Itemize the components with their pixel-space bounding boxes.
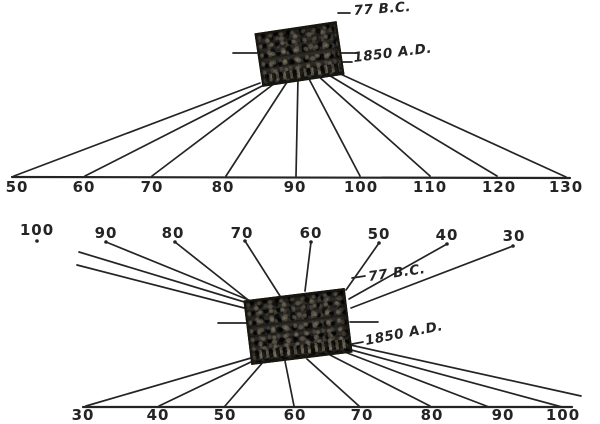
diagram-line (295, 77, 299, 177)
scale-label: 100 (546, 406, 580, 424)
scale-label: 50 (6, 178, 29, 196)
scale-label: 120 (482, 178, 516, 196)
leader-dot (445, 242, 449, 246)
leader-dot (243, 239, 247, 243)
diagram-line (345, 343, 582, 397)
diagram-line (348, 243, 448, 300)
diagram-line (76, 264, 253, 311)
scale-label: 50 (368, 225, 391, 243)
bottom-fan-diagram: 100 90 80 70 60 50 40 30 30 40 50 60 70 80 90 100 77 B.C… (20, 221, 582, 424)
diagram-line (225, 78, 290, 177)
scale-label: 30 (72, 406, 95, 424)
leader-dot (104, 240, 108, 244)
scale-label: 100 (20, 221, 54, 239)
diagram-line (284, 360, 295, 407)
leader-dot (35, 239, 39, 243)
date-annotation: 77 B.C. (367, 261, 426, 285)
diagram-line (105, 241, 252, 302)
date-annotation: 77 B.C. (353, 0, 411, 19)
diagram-line (151, 79, 280, 177)
scale-label: 80 (421, 406, 444, 424)
diagram-line (85, 357, 252, 407)
diagram-line (345, 242, 380, 291)
scale-label: 40 (147, 406, 170, 424)
diagram-line (341, 350, 490, 408)
leader-dot (309, 240, 313, 244)
diagram-line (10, 175, 572, 180)
scale-label: 70 (231, 224, 254, 242)
diagram-line (244, 240, 281, 297)
diagram-line (307, 76, 361, 177)
diagram-line (224, 360, 265, 407)
diagram-line (84, 81, 271, 177)
scale-label: 70 (141, 178, 164, 196)
leader-dot (173, 240, 177, 244)
scale-label: 40 (436, 226, 459, 244)
leader-dot (511, 244, 515, 248)
scale-label: 60 (300, 224, 323, 242)
diagram-line (326, 73, 498, 177)
diagram-line (343, 347, 563, 408)
scale-label: 70 (351, 406, 374, 424)
scale-label: 50 (214, 406, 237, 424)
leader-dot (377, 241, 381, 245)
diagram-line (78, 251, 252, 305)
scale-label: 60 (73, 178, 96, 196)
scale-label: 60 (284, 406, 307, 424)
top-fan-diagram: 50 60 70 80 90 100 110 120 130 77 B.C. 1850 A.D. (6, 0, 583, 196)
diagram-line (351, 341, 364, 345)
diagram-line (13, 82, 261, 177)
diagram-line (306, 358, 360, 407)
scale-label: 90 (284, 178, 307, 196)
diagram-line (350, 245, 514, 309)
scale-label: 80 (162, 224, 185, 242)
scale-label: 30 (503, 227, 526, 245)
photographic-plate-bottom (243, 288, 353, 365)
diagram-line (174, 241, 253, 304)
scale-label: 100 (344, 178, 378, 196)
diagram-line (335, 71, 567, 178)
scale-label: 90 (492, 406, 515, 424)
scale-label: 110 (413, 178, 447, 196)
date-annotation: 1850 A.D. (353, 40, 433, 66)
diagram-line (158, 359, 256, 407)
diagram-line (316, 74, 431, 177)
diagram-line (304, 241, 312, 292)
scale-label: 90 (95, 224, 118, 242)
scale-label: 80 (212, 178, 235, 196)
diagram-line (329, 354, 431, 407)
scale-label: 130 (549, 178, 583, 196)
